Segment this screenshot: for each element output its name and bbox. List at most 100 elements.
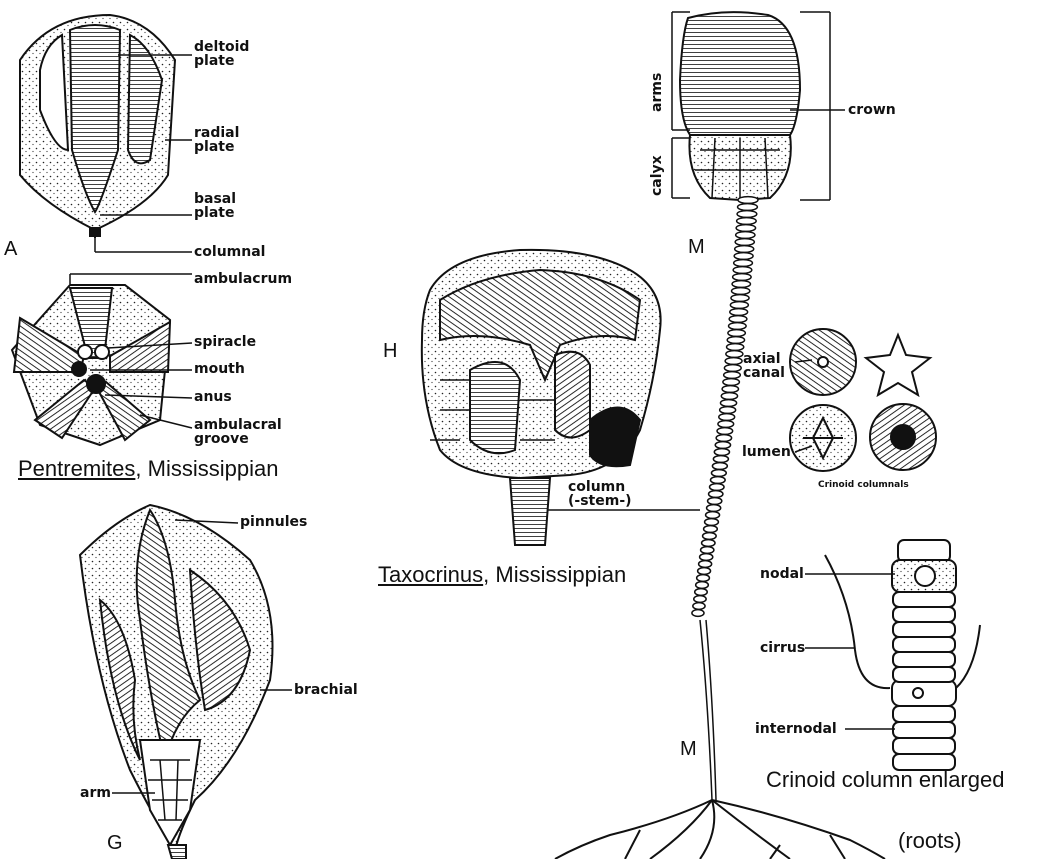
stem-segment [718,421,734,428]
internodal-ring [893,607,955,622]
label-pinnules: pinnules [240,515,307,529]
stem-segment [736,232,755,239]
stem-segment [709,491,723,498]
stem-segment [729,316,747,323]
blastoid-top-view [12,285,170,445]
stem-segment [725,358,742,365]
label-arm: arm [80,786,111,800]
label-column-stem: column (-stem-) [568,480,632,508]
stem-segment [732,288,750,295]
stem-segment [726,351,743,358]
label-ambulacrum: ambulacrum [194,272,292,286]
crinoid-m-roots [555,800,885,859]
figure-letter-h: H [383,340,397,363]
crinoid-g [80,505,273,859]
stem-lower [700,620,716,800]
label-crown: crown [848,103,896,117]
figure-letter-a: A [4,238,17,261]
stem-segment [734,260,753,267]
crinoid-m [680,12,800,200]
blastoid-side-view [20,15,175,238]
label-internodal: internodal [755,722,837,736]
stem-segment [713,456,728,463]
stem-segment [714,449,729,456]
label-cirrus: cirrus [760,641,805,655]
stem-segment [698,568,711,575]
taxocrinus-age: , Mississippian [483,562,626,587]
stem-segment [738,204,758,211]
stem-segment [692,610,704,617]
stem-segment [706,512,720,519]
pentremites-age: , Mississippian [135,456,278,481]
stem-segment [734,253,753,260]
stem-segment [699,561,712,568]
pentremites-genus: Pentremites [18,456,135,481]
stem-segment [738,197,758,204]
stem-segment [735,239,754,246]
figure-letter-g: G [107,832,123,855]
stem-segment [711,470,726,477]
stem-segment [733,274,752,281]
stem-segment [700,554,713,561]
stem-segment [724,372,741,379]
label-arms: arms [650,73,664,112]
stem-segment [729,323,747,330]
stem-segment [723,379,740,386]
crinoid-columnals-caption: Crinoid columnals [818,478,909,492]
crinoid-m-stem [692,197,758,800]
label-brachial: brachial [294,683,358,697]
label-radial-plate: radial plate [194,126,239,154]
crinoid-column-enlarged-caption: Crinoid column enlarged [766,767,1004,793]
pentremites-caption: Pentremites, Mississippian [18,456,278,482]
stem-segment [719,414,735,421]
stem-segment [731,295,749,302]
taxocrinus-caption: Taxocrinus, Mississippian [378,562,626,588]
internodal-ring [893,637,955,652]
stem-segment [701,547,714,554]
stem-segment [712,463,727,470]
internodal-ring [893,667,955,682]
label-mouth: mouth [194,362,245,376]
figure-letter-m-bottom: M [680,738,697,761]
stem-segment [693,603,705,610]
internodal-ring [893,622,955,637]
stem-segment [720,400,736,407]
stem-segment [715,442,730,449]
stem-segment [727,337,744,344]
label-lumen: lumen [742,445,791,459]
stem-segment [694,596,706,603]
stem-segment [716,435,731,442]
stem-segment [724,365,741,372]
label-columnal: columnal [194,245,265,259]
taxocrinus-genus: Taxocrinus [378,562,483,587]
stem-segment [721,393,737,400]
stem-segment [704,526,718,533]
internodal-ring [893,592,955,607]
stem-segment [703,533,717,540]
label-ambulacral-groove: ambulacral groove [194,418,282,446]
stem-segment [737,218,757,225]
column-enlarged-rings [893,592,955,682]
stem-segment [730,309,748,316]
stem-segment [720,407,736,414]
stem-segment [727,344,744,351]
stem-segment [735,246,754,253]
internodal-ring [893,652,955,667]
stem-segment [737,211,757,218]
stem-segment [710,477,725,484]
stem-segment [732,281,750,288]
label-anus: anus [194,390,232,404]
label-basal-plate: basal plate [194,192,236,220]
figure-letter-m-top: M [688,236,705,259]
stem-segment [710,484,725,491]
stem-segment [696,582,709,589]
label-calyx: calyx [650,155,664,196]
stem-segment [695,589,708,596]
roots-caption: (roots) [898,828,962,854]
stem-segment [708,498,722,505]
stem-segment [705,519,719,526]
stem-segment [730,302,748,309]
label-nodal: nodal [760,567,804,581]
label-axial-canal: axial canal [743,352,785,380]
